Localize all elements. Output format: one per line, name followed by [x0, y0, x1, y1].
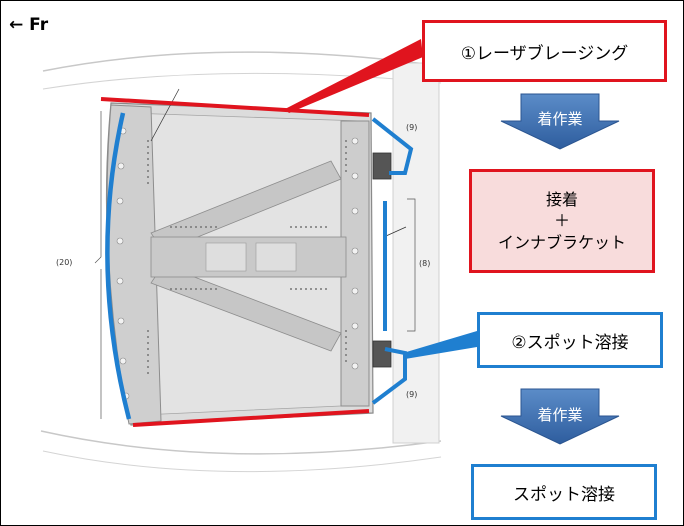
process-arrow-2-label: 着作業	[537, 406, 583, 424]
bonding-text: 接着	[545, 189, 578, 209]
inner-bracket-top	[372, 152, 392, 180]
process-arrow-2	[500, 388, 620, 445]
dimension-label-bottom-right: (9)	[406, 390, 418, 399]
dimension-label-left: (20)	[56, 258, 73, 267]
center-cross-member	[150, 236, 347, 278]
process-arrow-1	[500, 93, 620, 150]
front-direction-label: ← Fr	[9, 15, 49, 35]
spot-welding-callout: ②スポット溶接	[477, 312, 663, 368]
side-rail	[392, 62, 440, 444]
weld-dots	[147, 140, 347, 374]
dimension-label-right: (8)	[419, 259, 431, 268]
inner-bracket-text: インナブラケット	[497, 232, 626, 252]
spot-welding-result-text: スポット溶接	[513, 484, 615, 505]
body-outline-bottom	[40, 430, 442, 455]
spot-welding-result-callout: スポット溶接	[471, 464, 657, 520]
laser-brazing-line-bottom	[132, 409, 370, 427]
laser-brazing-line-top	[100, 97, 370, 117]
spot-weld-corner-top	[371, 117, 414, 175]
spot-welding-text: ②スポット溶接	[511, 332, 629, 353]
spot-weld-corner-bottom	[371, 347, 407, 405]
laser-brazing-text: ①レーザブレージング	[460, 43, 629, 64]
laser-callout-leader	[285, 39, 423, 113]
inner-bracket-bottom	[372, 340, 392, 368]
dimension-label-top-right: (9)	[406, 123, 418, 132]
laser-brazing-callout: ①レーザブレージング	[422, 20, 667, 82]
front-bow	[106, 104, 162, 425]
plus-sign: ＋	[553, 211, 570, 231]
process-arrow-1-label: 着作業	[537, 110, 583, 128]
spot-callout-leader	[403, 331, 477, 359]
mounting-holes	[116, 127, 359, 400]
bonding-bracket-callout: 接着 ＋ インナブラケット	[469, 169, 655, 273]
spot-weld-line-front	[105, 112, 132, 420]
